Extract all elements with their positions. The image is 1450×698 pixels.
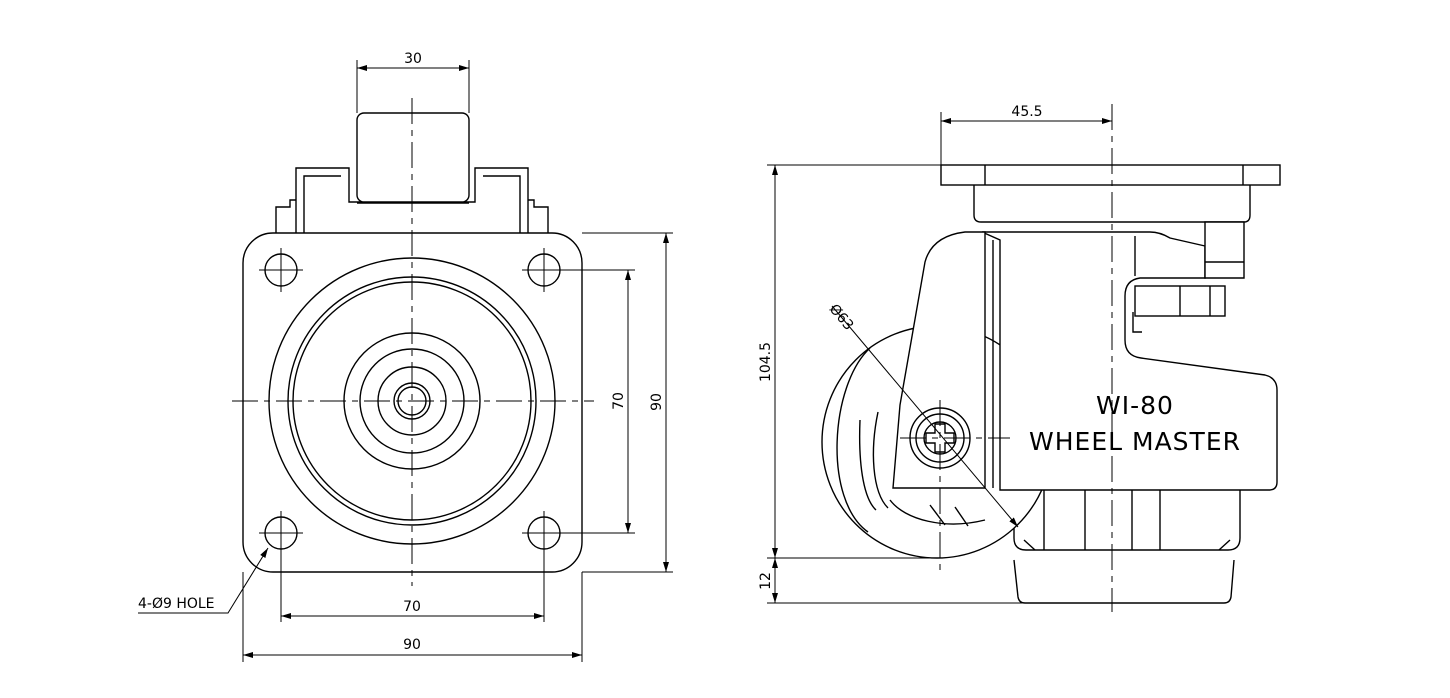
dim-wheel-diameter-label: Ø63 bbox=[826, 301, 857, 333]
dim-plate-height: 90 bbox=[582, 232, 673, 573]
dim-hole-spacing-horizontal: 70 bbox=[280, 549, 545, 622]
dim-floor-clearance-label: 12 bbox=[758, 572, 774, 590]
dim-axis-offset: 45.5 bbox=[940, 104, 1112, 165]
front-view: 30 70 90 70 90 bbox=[138, 51, 673, 662]
mounting-plate bbox=[940, 164, 1281, 186]
dim-total-height: 104.5 bbox=[758, 164, 941, 559]
dim-plate-width: 90 bbox=[242, 572, 583, 662]
dim-floor-clearance: 12 bbox=[758, 558, 1112, 604]
brand-label: WHEEL MASTER bbox=[1029, 427, 1241, 456]
dim-plate-height-label: 90 bbox=[649, 393, 665, 411]
dim-axis-offset-label: 45.5 bbox=[1011, 104, 1042, 120]
dim-hole-spacing-vertical: 70 bbox=[560, 269, 635, 534]
dim-total-height-label: 104.5 bbox=[758, 342, 774, 382]
side-view: WI-80 WHEEL MASTER 45.5 104.5 12 Ø63 bbox=[758, 104, 1281, 612]
dim-top-width: 30 bbox=[356, 51, 470, 113]
leveling-foot bbox=[1013, 487, 1241, 604]
dim-hole-spacing-vertical-label: 70 bbox=[611, 392, 627, 410]
adjuster-knob bbox=[275, 112, 549, 236]
model-label: WI-80 bbox=[1096, 391, 1174, 420]
hole-callout: 4-Ø9 HOLE bbox=[138, 547, 269, 614]
dim-plate-width-label: 90 bbox=[403, 637, 421, 653]
dim-hole-spacing-horizontal-label: 70 bbox=[403, 599, 421, 615]
dim-top-width-label: 30 bbox=[404, 51, 422, 67]
hole-callout-label: 4-Ø9 HOLE bbox=[138, 596, 215, 612]
